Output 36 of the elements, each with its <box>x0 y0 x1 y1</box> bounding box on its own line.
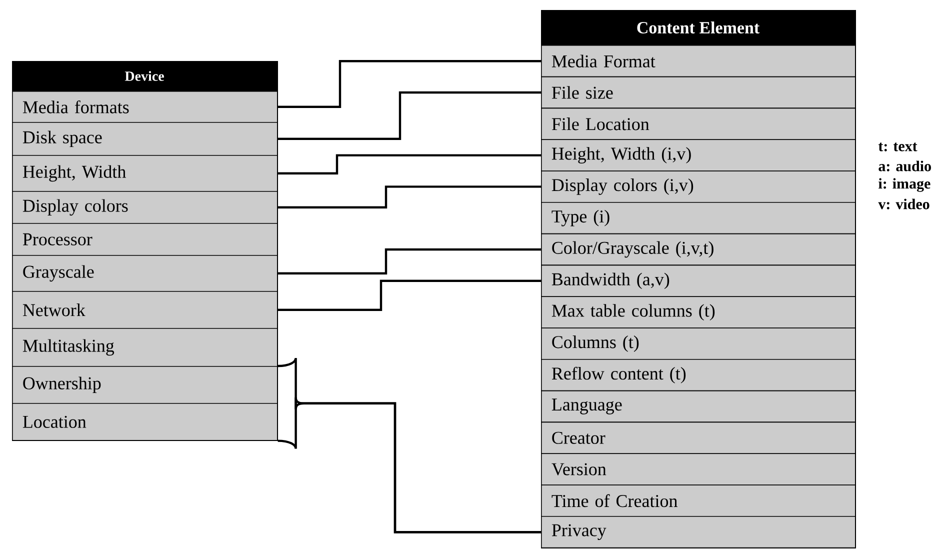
table-row: Location <box>12 403 278 441</box>
connector-line <box>278 60 541 108</box>
table-row: Media formats <box>12 91 278 123</box>
legend-text: v: video <box>878 198 930 210</box>
table-row: Processor <box>12 223 278 256</box>
table-row: Max table columns (t) <box>541 296 856 328</box>
table-row: Media Format <box>541 45 856 78</box>
table-row: Version <box>541 453 856 486</box>
table-row: Color/Grayscale (i,v,t) <box>541 233 856 266</box>
legend-text: t: text <box>878 142 918 152</box>
table-row: Privacy <box>541 516 856 548</box>
table-row: Height, Width <box>12 155 278 192</box>
table-row: Multitasking <box>12 328 278 367</box>
legend-text: i: image <box>878 178 930 192</box>
table-row: Bandwidth (a,v) <box>541 264 856 297</box>
connector-line <box>278 248 541 274</box>
table-row: Network <box>12 291 278 329</box>
connector-line <box>278 154 541 174</box>
table-row: Type (i) <box>541 202 856 234</box>
table-row: Language <box>541 390 856 423</box>
connector-line <box>278 280 541 311</box>
table-row: Height, Width (i,v) <box>541 139 856 172</box>
table-row: Disk space <box>12 122 278 156</box>
table-row: Reflow content (t) <box>541 359 856 392</box>
connector-line <box>278 186 541 208</box>
table-row: Time of Creation <box>541 484 856 517</box>
table-row: Ownership <box>12 366 278 404</box>
legend-text: a: audio <box>878 160 931 172</box>
table-row: File Location <box>541 108 856 140</box>
table-row: Columns (t) <box>541 328 856 360</box>
table-row: File size <box>541 76 856 109</box>
table-row: Display colors (i,v) <box>541 170 856 203</box>
table-row: Display colors <box>12 191 278 224</box>
table-row: Grayscale <box>12 255 278 292</box>
connector-line <box>278 91 541 140</box>
table-row: Creator <box>541 422 856 454</box>
